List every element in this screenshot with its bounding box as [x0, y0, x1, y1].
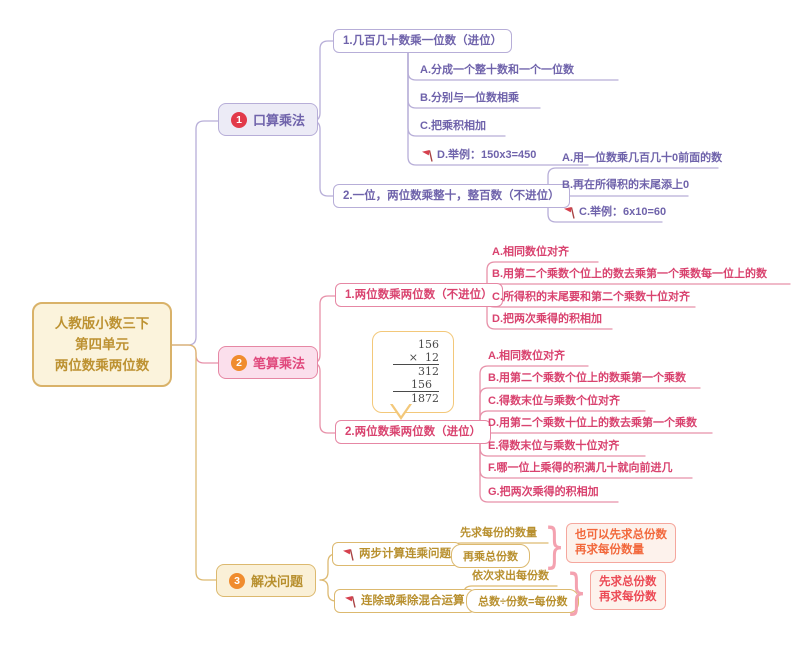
- leaf-add-two-products-2[interactable]: G.把两次乘得的积相加: [488, 485, 599, 499]
- note-line: 再求每份数量: [575, 544, 644, 556]
- leaf-text: B.再在所得积的末尾添上0: [562, 179, 690, 191]
- node-total-divided-by-shares[interactable]: 总数÷份数=每份数: [466, 589, 580, 613]
- flag-icon: [343, 548, 354, 561]
- node-label: 连除或乘除混合运算: [361, 595, 465, 607]
- node-hundreds-tens-times-one-digit[interactable]: 1.几百几十数乘一位数（进位）: [333, 29, 513, 54]
- leaf-ones-digit-multiply-each-digit[interactable]: B.用第二个乘数个位上的数去乘第一个乘数每一位上的数: [492, 267, 767, 281]
- leaf-text: A.相同数位对齐: [492, 246, 569, 258]
- vertical-multiplication: 156 × 12 312 156 1872: [393, 338, 439, 405]
- badge-2-icon: 2: [231, 354, 247, 371]
- leaf-ones-digit-multiply[interactable]: B.用第二个乘数个位上的数乘第一个乘数: [488, 371, 686, 385]
- leaf-split-into-tens-and-ones[interactable]: A.分成一个整十数和一个一位数: [420, 63, 574, 77]
- note-alternative-method[interactable]: 也可以先求总份数 再求每份数量: [566, 523, 676, 563]
- leaf-text: 先求每份的数量: [460, 527, 537, 539]
- leaf-text: A.用一位数乘几百几十0前面的数: [562, 152, 723, 164]
- leaf-result-align-tens[interactable]: E.得数末位与乘数十位对齐: [488, 439, 619, 453]
- branch-mental-multiplication[interactable]: 1 口算乘法: [218, 103, 319, 136]
- leaf-text: B.用第二个乘数个位上的数去乘第一个乘数每一位上的数: [492, 268, 767, 280]
- leaf-add-two-products[interactable]: D.把两次乘得的积相加: [492, 312, 602, 326]
- leaf-multiply-digits-before-zeros[interactable]: A.用一位数乘几百几十0前面的数: [562, 151, 722, 165]
- node-label: 两步计算连乘问题: [359, 548, 451, 560]
- node-times-whole-tens-hundreds[interactable]: 2.一位，两位数乘整十，整百数（不进位）: [333, 184, 570, 209]
- root-line-1: 人教版小数三下: [54, 316, 150, 331]
- branch-problem-solving[interactable]: 3 解决问题: [216, 564, 317, 597]
- node-label: 2.一位，两位数乘整十，整百数（不进位）: [343, 190, 560, 202]
- partial-product-1: 312: [418, 365, 439, 378]
- leaf-text: A.分成一个整十数和一个一位数: [420, 64, 574, 76]
- leaf-text: C.所得积的末尾要和第二个乘数十位对齐: [492, 291, 690, 303]
- leaf-text: C.举例：6x10=60: [579, 206, 667, 218]
- callout-tail-fill: [392, 403, 410, 416]
- note-method-order[interactable]: 先求总份数 再求每份数: [590, 570, 666, 610]
- leaf-example-6x10[interactable]: C.举例：6x10=60: [563, 205, 666, 219]
- node-2digit-x-2digit-no-carry[interactable]: 1.两位数乘两位数（不进位）: [335, 283, 503, 308]
- leaf-text: C.把乘积相加: [420, 120, 486, 132]
- leaf-text: 再乘总份数: [463, 551, 518, 563]
- leaf-tens-digit-multiply[interactable]: D.用第二个乘数十位上的数去乘第一个乘数: [488, 416, 697, 430]
- leaf-text: B.分别与一位数相乘: [420, 92, 519, 104]
- flag-icon: [422, 149, 433, 162]
- leaf-text: 依次求出每份数: [472, 570, 549, 582]
- root-line-2: 第四单元: [75, 337, 129, 352]
- final-product: 1872: [411, 392, 439, 405]
- badge-1-icon: 1: [231, 111, 247, 128]
- leaf-text: D.用第二个乘数十位上的数去乘第一个乘数: [488, 417, 697, 429]
- badge-3-icon: 3: [229, 572, 245, 589]
- multiplier-row: × 12: [393, 351, 439, 365]
- branch-3-label: 解决问题: [251, 574, 304, 589]
- leaf-align-place-values-2[interactable]: A.相同数位对齐: [488, 349, 565, 363]
- leaf-example-150x3[interactable]: D.举例：150x3=450: [421, 148, 536, 162]
- leaf-align-place-values[interactable]: A.相同数位对齐: [492, 245, 569, 259]
- leaf-add-products[interactable]: C.把乘积相加: [420, 119, 486, 133]
- leaf-text: D.把两次乘得的积相加: [492, 313, 602, 325]
- root-node[interactable]: 人教版小数三下 第四单元 两位数乘两位数: [32, 302, 172, 387]
- node-label: 1.几百几十数乘一位数（进位）: [343, 35, 503, 47]
- note-line: 再求每份数: [599, 591, 657, 603]
- leaf-align-with-tens[interactable]: C.所得积的末尾要和第二个乘数十位对齐: [492, 290, 690, 304]
- node-2digit-x-2digit-carry[interactable]: 2.两位数乘两位数（进位）: [335, 420, 492, 445]
- branch-written-multiplication[interactable]: 2 笔算乘法: [218, 346, 319, 379]
- node-multiply-total-shares[interactable]: 再乘总份数: [451, 544, 530, 568]
- brace-glyph: }: [566, 562, 588, 620]
- brace-glyph: }: [544, 516, 566, 574]
- branch1-connectors: [171, 40, 719, 346]
- leaf-text: F.哪一位上乘得的积满几十就向前进几: [488, 462, 673, 474]
- leaf-text: C.得数末位与乘数个位对齐: [488, 395, 620, 407]
- branch-2-label: 笔算乘法: [253, 356, 306, 371]
- note-line: 也可以先求总份数: [575, 529, 667, 541]
- multiplicand: 156: [418, 338, 439, 351]
- node-division-mixed-operation[interactable]: 连除或乘除混合运算: [334, 589, 475, 614]
- branch-1-label: 口算乘法: [253, 113, 306, 128]
- leaf-text: D.举例：150x3=450: [437, 149, 537, 161]
- node-label: 1.两位数乘两位数（不进位）: [345, 289, 493, 301]
- root-line-3: 两位数乘两位数: [54, 358, 150, 373]
- leaf-append-zero[interactable]: B.再在所得积的末尾添上0: [562, 178, 689, 192]
- note-line: 先求总份数: [599, 576, 657, 588]
- multiplication-example-callout[interactable]: 156 × 12 312 156 1872: [372, 331, 454, 413]
- flag-icon: [564, 206, 575, 219]
- leaf-text: A.相同数位对齐: [488, 350, 565, 362]
- flag-icon: [345, 595, 356, 608]
- leaf-text: G.把两次乘得的积相加: [488, 486, 599, 498]
- leaf-multiply-separately[interactable]: B.分别与一位数相乘: [420, 91, 519, 105]
- leaf-text: 总数÷份数=每份数: [478, 596, 568, 608]
- leaf-find-amount-per-share[interactable]: 先求每份的数量: [460, 526, 537, 540]
- leaf-carry-forward[interactable]: F.哪一位上乘得的积满几十就向前进几: [488, 461, 673, 475]
- leaf-text: E.得数末位与乘数十位对齐: [488, 440, 620, 452]
- leaf-result-align-ones[interactable]: C.得数末位与乘数个位对齐: [488, 394, 620, 408]
- leaf-find-each-share-in-turn[interactable]: 依次求出每份数: [472, 569, 549, 583]
- node-two-step-multiplication-problem[interactable]: 两步计算连乘问题: [332, 542, 461, 567]
- partial-product-2: 156: [393, 378, 439, 392]
- node-label: 2.两位数乘两位数（进位）: [345, 426, 482, 438]
- leaf-text: B.用第二个乘数个位上的数乘第一个乘数: [488, 372, 686, 384]
